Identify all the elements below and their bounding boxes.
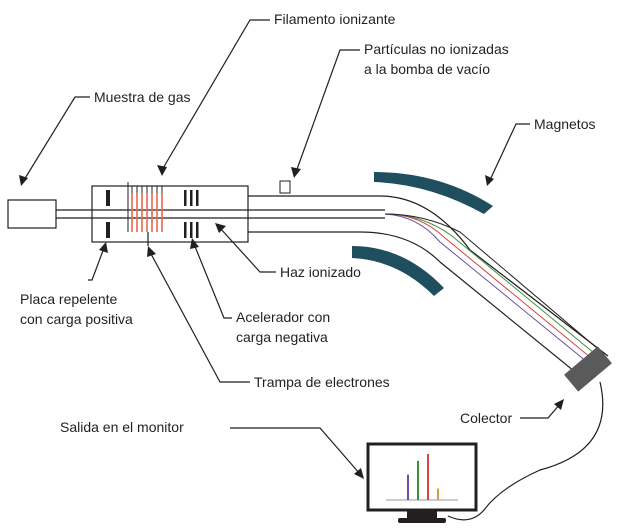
ionization-chamber [91,185,249,243]
accelerator-plates [184,190,199,238]
label-acelerador-line2: carga negativa [236,329,328,345]
flight-tube-upper-wall [248,195,609,357]
repeller-plate-top [106,190,110,206]
label-particulas-line1: Partículas no ionizadas [364,41,509,57]
label-haz-ionizado: Haz ionizado [280,264,361,280]
monitor [366,442,478,523]
vacuum-outlet [279,180,291,194]
label-filamento-ionizante: Filamento ionizante [274,11,396,27]
label-salida-en-el-monitor: Salida en el monitor [60,419,184,435]
label-placa-line1: Placa repelente [20,291,118,307]
collector [564,346,612,392]
flight-tube-lower-wall [248,231,586,381]
label-particulas-line2: a la bomba de vacío [364,61,490,77]
magnet-lower [352,246,444,296]
monitor-spectrum [386,454,458,501]
magnet-upper [374,172,493,214]
collector-cable [447,381,604,521]
label-acelerador-line1: Acelerador con [236,309,330,325]
leader-lines [19,19,564,479]
filament-coil [127,182,166,246]
label-trampa-de-electrones: Trampa de electrones [254,374,390,390]
label-placa-line2: con carga positiva [20,311,133,327]
repeller-plate-bottom [106,222,110,238]
label-colector: Colector [460,410,512,426]
ion-beams [384,213,605,367]
gas-sample-container [7,199,57,229]
label-magnetos: Magnetos [534,116,595,132]
label-muestra-de-gas: Muestra de gas [94,89,191,105]
